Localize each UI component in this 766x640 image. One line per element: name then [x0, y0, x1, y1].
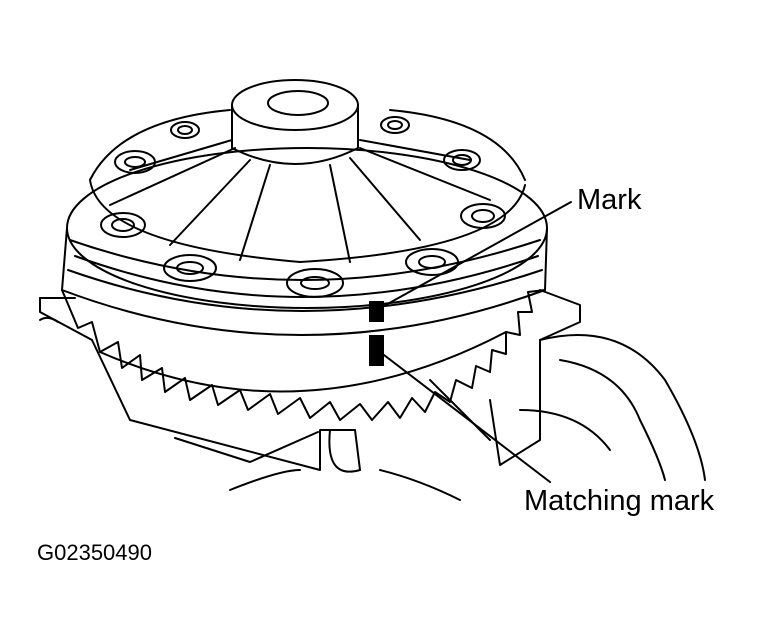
ring-gear — [61, 289, 546, 421]
matching-mark-leader-line — [383, 354, 551, 483]
matching-mark-label: Matching mark — [524, 485, 715, 517]
mark-leader-line — [383, 201, 572, 307]
carrier-bracket — [39, 289, 706, 501]
mark-indicator — [369, 301, 384, 322]
case-body — [61, 147, 548, 336]
matching-mark-indicator — [369, 335, 384, 366]
figure-code: G02350490 — [37, 540, 152, 565]
mark-label: Mark — [577, 184, 642, 216]
center-hub — [231, 79, 359, 165]
case-top — [89, 109, 526, 298]
bolt-holes — [100, 116, 506, 298]
